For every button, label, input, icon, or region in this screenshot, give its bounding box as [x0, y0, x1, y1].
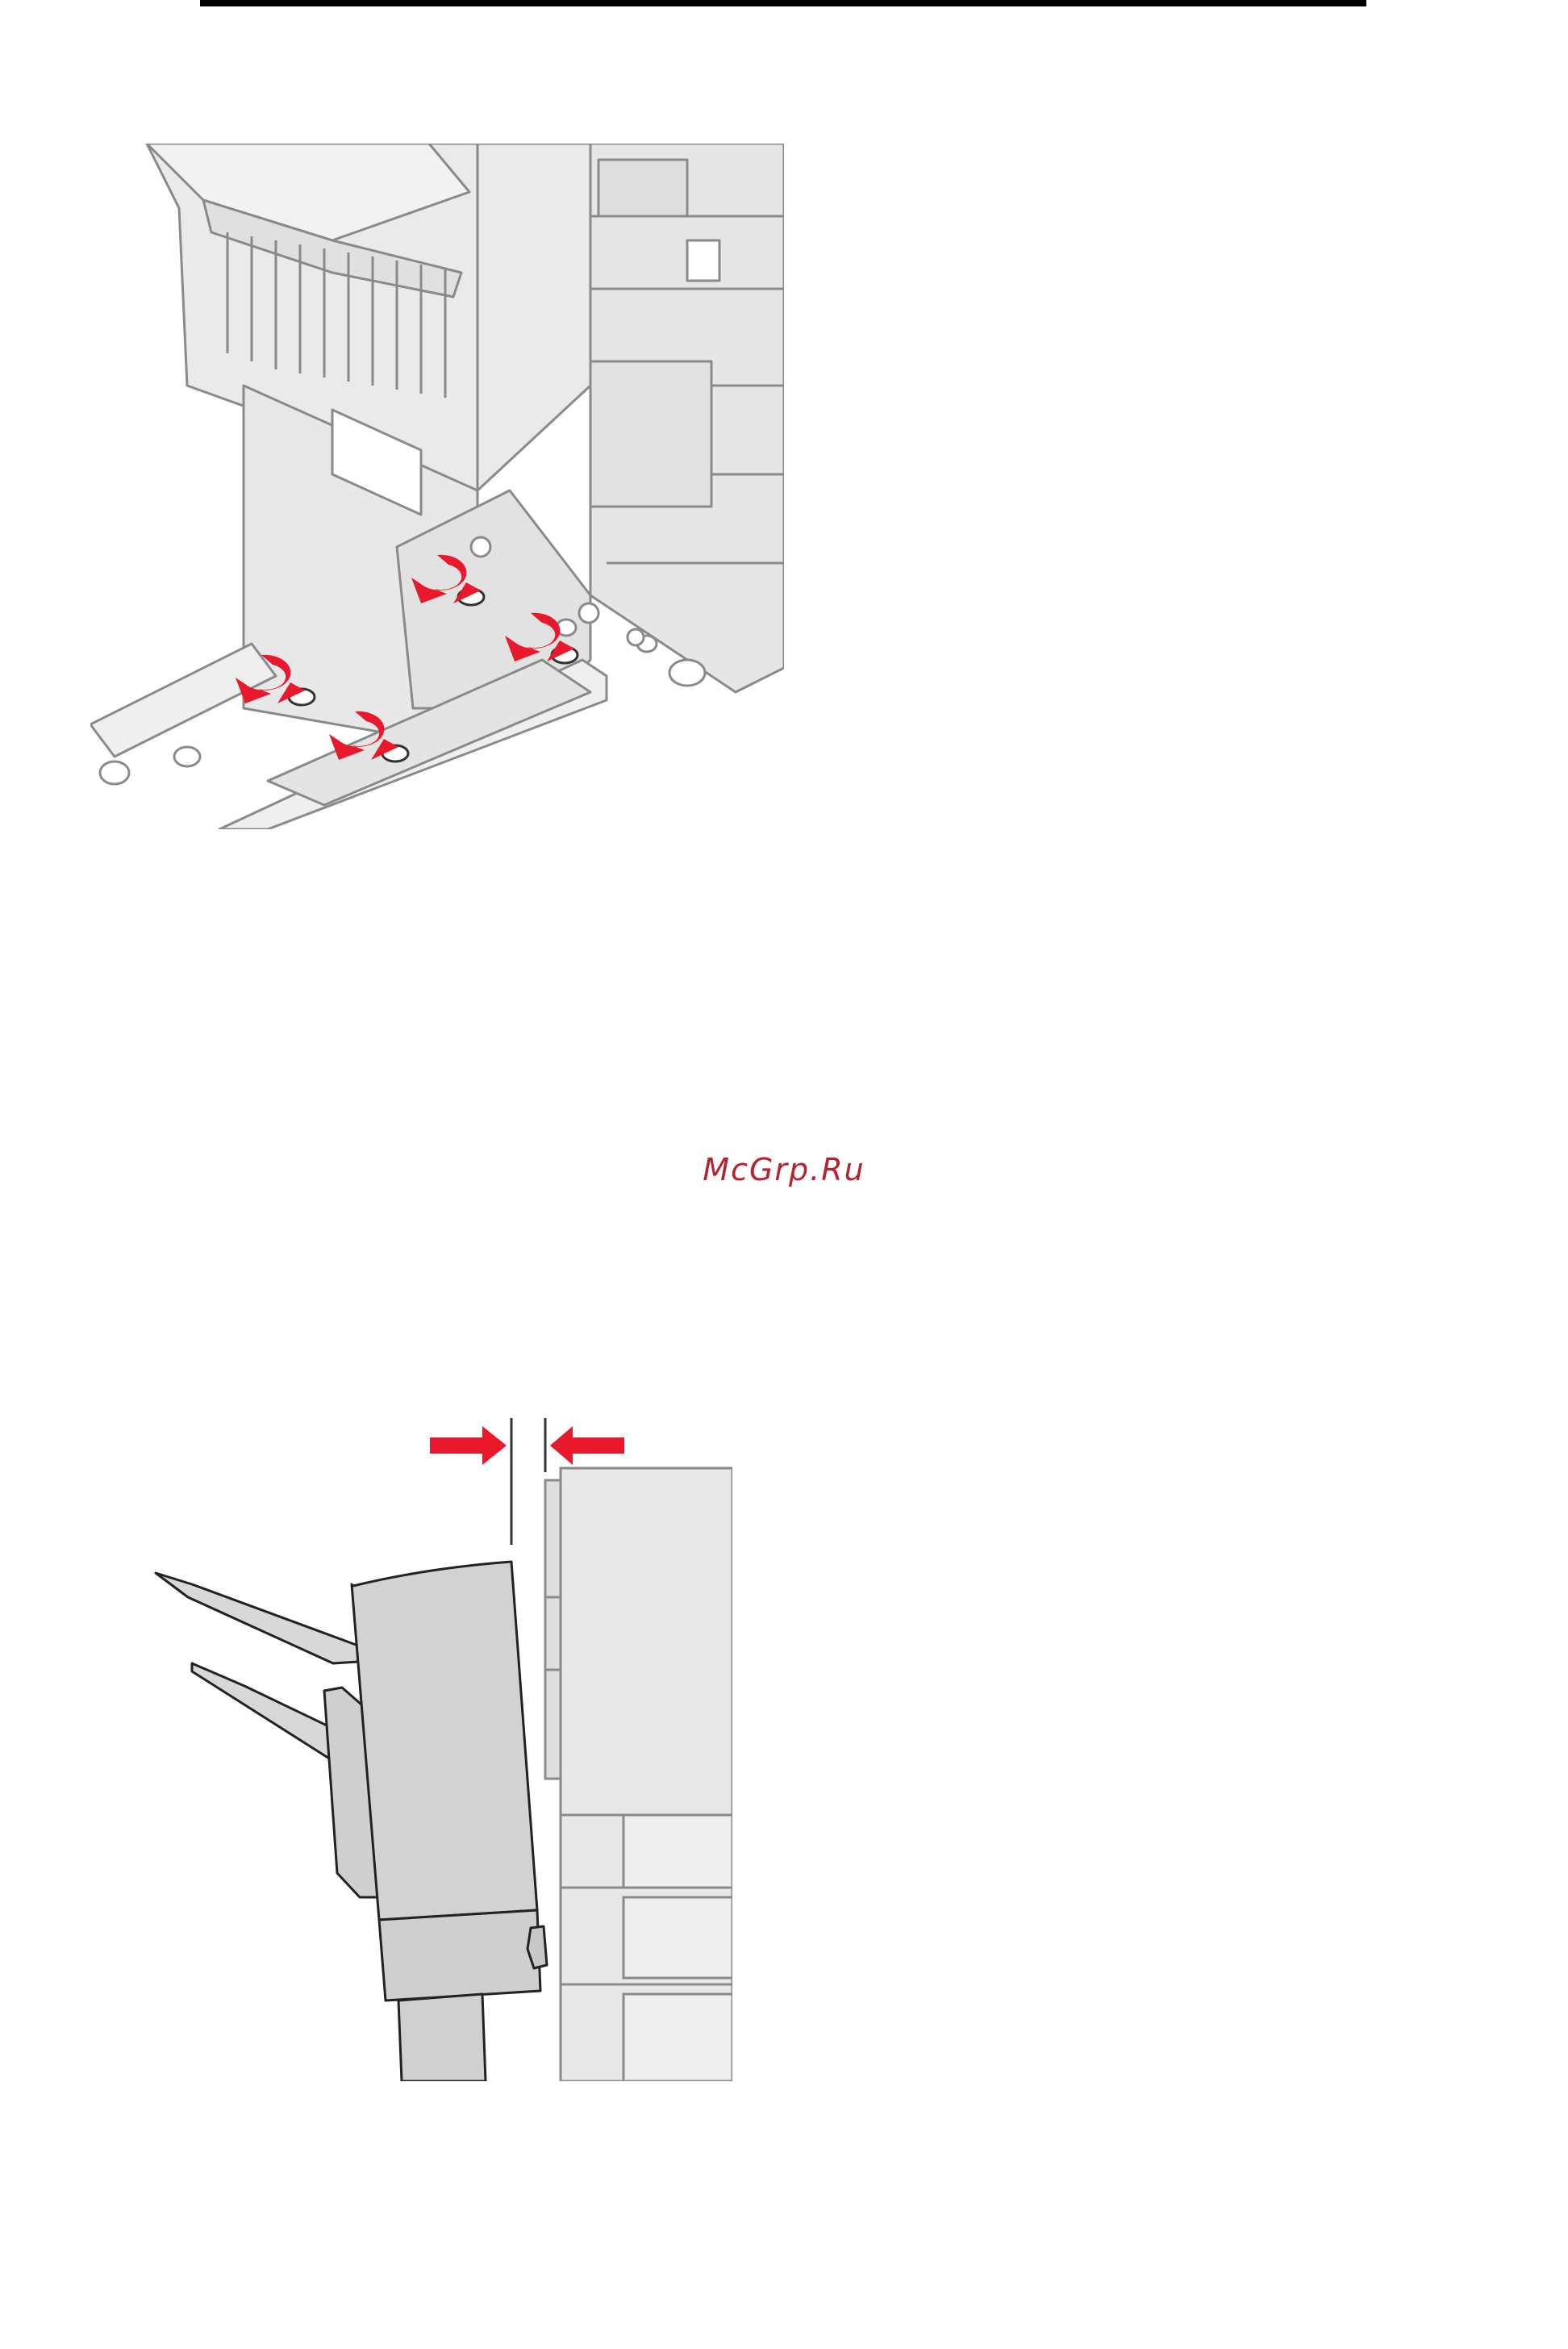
top-rule [200, 0, 1366, 6]
finisher-lower-tray [192, 1663, 342, 1767]
finisher-lower-body [379, 1910, 540, 2001]
gap-arrow-left-icon [430, 1426, 507, 1465]
finisher-base-illustration [90, 144, 784, 829]
finisher-body [352, 1562, 537, 1920]
finisher-alignment-illustration [152, 1404, 732, 2081]
finisher-upper-tray [156, 1573, 358, 1663]
watermark-text: McGrp.Ru [0, 1152, 1568, 1187]
gap-arrow-right-icon [550, 1426, 624, 1465]
finisher-pedestal-2 [398, 1994, 486, 2081]
printer-side [561, 1468, 732, 2081]
